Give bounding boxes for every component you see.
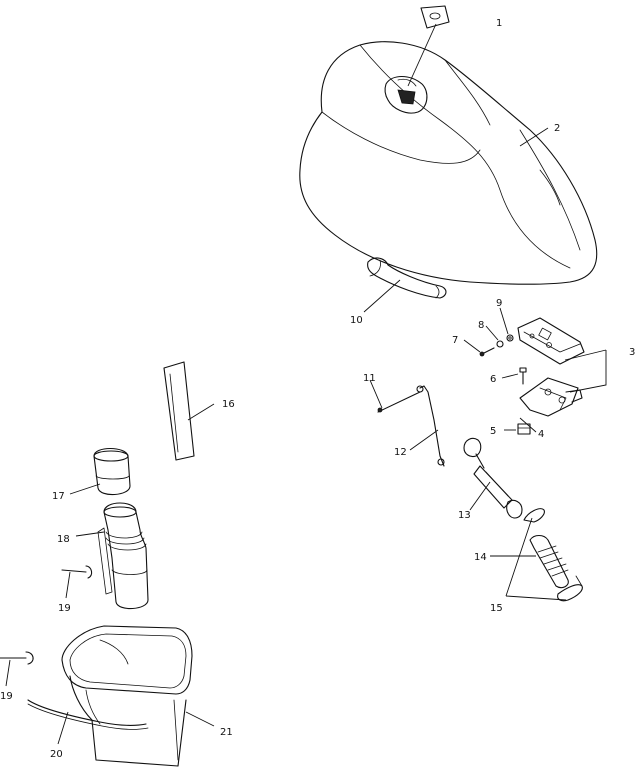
part-19-clamp-upper xyxy=(61,565,93,579)
part-13-gas-strut xyxy=(463,437,523,519)
leader-3 xyxy=(569,350,607,393)
callout-3: 3 xyxy=(629,347,635,358)
part-12-cable xyxy=(416,385,445,467)
leader-10 xyxy=(363,279,401,313)
leader-11 xyxy=(369,379,383,409)
part-15-clip-upper xyxy=(523,508,545,523)
part-6-screw xyxy=(519,367,527,385)
part-14-spring-grip xyxy=(529,534,569,589)
callout-19-upper: 19 xyxy=(58,603,71,614)
part-17-filter-element xyxy=(93,447,131,496)
callout-7: 7 xyxy=(452,335,458,346)
leader-7 xyxy=(463,339,481,353)
callout-labels: 1 2 3 4 5 6 7 8 9 10 11 12 13 14 15 16 1… xyxy=(0,18,635,760)
leader-8 xyxy=(485,325,499,341)
part-20-gasket xyxy=(27,699,149,730)
callout-17: 17 xyxy=(52,491,65,502)
part-1-latch-plate xyxy=(420,5,450,29)
callout-11: 11 xyxy=(363,373,376,384)
part-9-nut xyxy=(506,334,514,342)
leader-1 xyxy=(407,23,437,87)
leader-15b xyxy=(505,595,567,601)
part-19-clamp-lower xyxy=(0,651,34,665)
leader-20 xyxy=(57,711,69,745)
callout-4: 4 xyxy=(538,429,544,440)
callout-9: 9 xyxy=(496,298,502,309)
callout-13: 13 xyxy=(458,510,471,521)
leader-6 xyxy=(501,373,519,379)
leader-19b xyxy=(5,659,11,687)
part-3-hinge-bracket-upper xyxy=(517,317,585,365)
part-11-rod xyxy=(377,391,421,413)
part-4-hinge-bracket-lower xyxy=(519,377,583,417)
callout-19-lower: 19 xyxy=(0,691,13,702)
leader-18 xyxy=(75,531,105,537)
callout-14: 14 xyxy=(474,552,487,563)
part-5-nut xyxy=(517,423,531,435)
callout-8: 8 xyxy=(478,320,484,331)
callout-6: 6 xyxy=(490,374,496,385)
leader-4 xyxy=(519,417,537,433)
part-18-filter-boot xyxy=(97,502,149,610)
callout-5: 5 xyxy=(490,426,496,437)
leader-12 xyxy=(409,429,439,451)
part-2-hood xyxy=(299,41,598,285)
callout-12: 12 xyxy=(394,447,407,458)
callout-2: 2 xyxy=(554,123,560,134)
part-16-gasket-strip xyxy=(163,361,195,461)
leader-21 xyxy=(185,711,215,727)
part-21-airbox xyxy=(61,625,193,767)
part-10-strap xyxy=(367,257,447,299)
leader-9 xyxy=(499,307,509,335)
leader-15a xyxy=(505,517,533,597)
callout-20: 20 xyxy=(50,749,63,760)
leader-3b xyxy=(564,349,607,361)
part-15-clip-lower xyxy=(557,575,583,602)
callout-10: 10 xyxy=(350,315,363,326)
leader-13 xyxy=(469,481,491,511)
leader-19a xyxy=(65,571,71,599)
callout-16: 16 xyxy=(222,399,235,410)
leader-16 xyxy=(187,403,215,421)
callout-1: 1 xyxy=(496,18,502,29)
leader-2 xyxy=(519,127,549,147)
callout-21: 21 xyxy=(220,727,233,738)
part-8-washer xyxy=(496,340,504,348)
part-7-screw xyxy=(479,347,495,357)
leader-17 xyxy=(69,483,101,495)
callout-15: 15 xyxy=(490,603,503,614)
leader-lines xyxy=(5,23,607,745)
callout-18: 18 xyxy=(57,534,70,545)
